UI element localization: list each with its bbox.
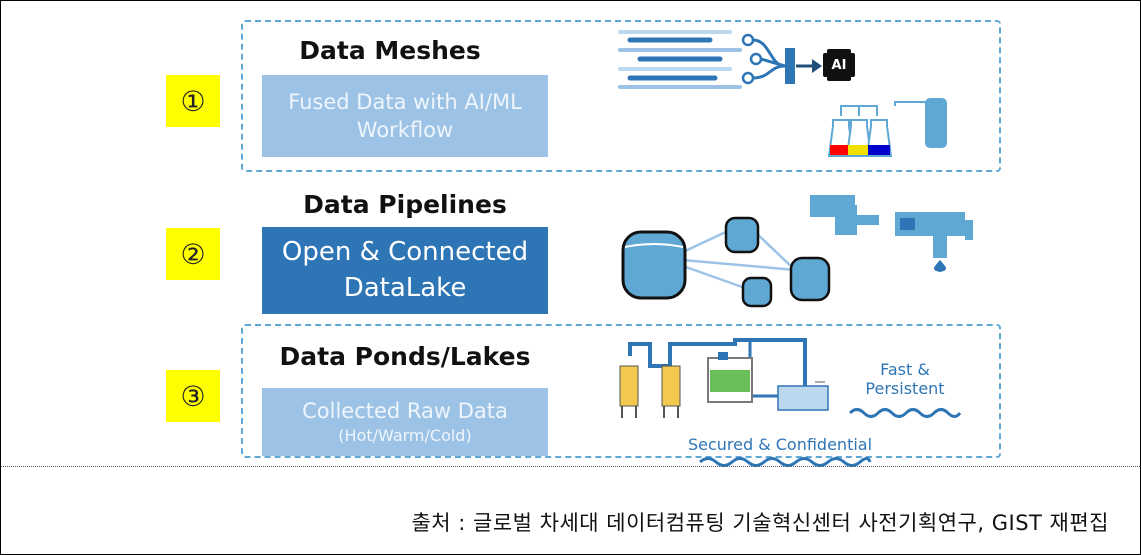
data-meshes-title: Data Meshes — [299, 36, 481, 65]
source-caption: 출처 : 글로벌 차세대 데이터컴퓨팅 기술혁신센터 사전기획연구, GIST … — [411, 511, 1109, 535]
lab-flasks-illustration — [827, 98, 947, 157]
data-meshes-panel: Fused Data with AI/ML Workflow — [262, 75, 548, 157]
data-ponds-lakes-panel: Collected Raw Data (Hot/Warm/Cold) — [262, 388, 548, 456]
data-ponds-lakes-box — [241, 324, 1001, 458]
data-pipelines-panel: Open & Connected DataLake — [262, 227, 548, 314]
ai-chip-icon: AI — [826, 52, 852, 78]
data-streams-illustration — [618, 30, 822, 89]
data-meshes-box — [241, 20, 1001, 172]
data-ponds-lakes-panel-line1: Collected Raw Data — [302, 399, 508, 424]
storage-plant-illustration — [619, 338, 829, 418]
data-pipelines-title: Data Pipelines — [303, 190, 507, 219]
secured-confidential-label: Secured & Confidential — [687, 435, 873, 454]
fast-persistent-label: Fast & Persistent — [845, 360, 965, 398]
data-ponds-lakes-title: Data Ponds/Lakes — [279, 342, 531, 371]
fast-label-line1: Fast & — [880, 360, 930, 379]
data-pipelines-panel-line2: DataLake — [343, 272, 467, 303]
fast-wave-icon — [848, 408, 962, 418]
secured-wave-icon — [699, 457, 872, 467]
connected-tanks-illustration — [621, 195, 973, 308]
caption-divider — [1, 466, 1140, 467]
data-meshes-panel-line2: Workflow — [356, 118, 454, 142]
badge-3: ③ — [166, 370, 220, 422]
badge-2: ② — [166, 228, 220, 280]
data-meshes-panel-line1: Fused Data with AI/ML — [288, 89, 522, 114]
fast-label-line2: Persistent — [865, 379, 945, 399]
data-ponds-lakes-panel-line2: (Hot/Warm/Cold) — [338, 426, 472, 446]
ai-chip-label: AI — [831, 57, 847, 73]
data-pipelines-panel-line1: Open & Connected — [281, 237, 529, 268]
badge-1: ① — [166, 75, 220, 127]
